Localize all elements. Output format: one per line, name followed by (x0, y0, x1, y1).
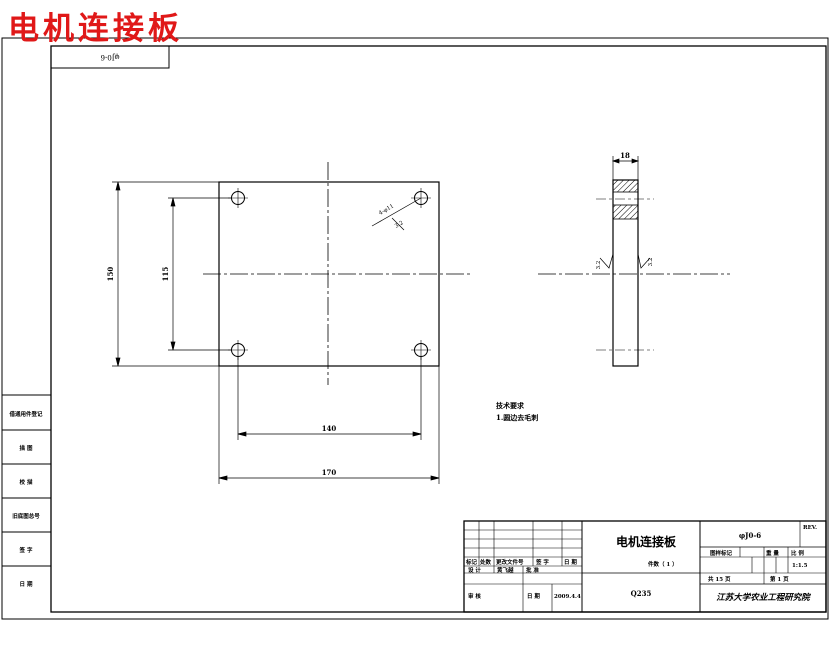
tb-review-label: 批 准 (526, 566, 539, 574)
dim-150 (112, 181, 219, 367)
sheet-inner-frame (50, 45, 827, 613)
tb-drawing-no: φJ0-6 (739, 531, 761, 540)
tb-weight: 重 量 (766, 549, 779, 557)
tb-date-value: 2009.4.4 (554, 594, 581, 600)
dim-115 (168, 197, 232, 351)
overlay-title: 电机连接板 (8, 11, 183, 47)
tb-rev: REV. (803, 525, 817, 531)
tb-sheets-total: 共 15 页 (708, 575, 731, 583)
tb-qty: 件数（ 1 ） (648, 560, 678, 568)
tech-req-item1: 1.圆边去毛刺 (496, 413, 538, 422)
dim-18-label: 18 (620, 151, 630, 160)
dim-115-label: 115 (161, 267, 170, 282)
top-number-box (50, 45, 170, 69)
tb-part-name: 电机连接板 (616, 534, 677, 549)
roughness-symbol-left (599, 253, 614, 269)
tb-check-label: 审 核 (468, 592, 481, 600)
tb-stage-mark: 图样标记 (710, 549, 733, 557)
roughness-side-right: 3.2 (648, 258, 654, 267)
roughness-front-label: 3.2 (394, 220, 405, 230)
tb-date-label: 日 期 (564, 558, 577, 566)
front-view (112, 162, 470, 484)
tb-count-label: 处数 (479, 558, 492, 566)
dim-140-label: 140 (322, 424, 337, 433)
left-panel-row5: 签 字 (19, 546, 33, 554)
left-panel-row1: 借通用件登记 (8, 410, 43, 418)
tech-req-heading: 技术要求 (496, 401, 525, 410)
title-block (463, 520, 827, 613)
tb-company: 江苏大学农业工程研究院 (716, 592, 811, 603)
tb-change-doc: 更改文件号 (496, 558, 524, 566)
tb-date-row-label: 日 期 (527, 592, 540, 600)
tb-scale-value: 1:1.5 (792, 563, 808, 569)
dim-170-label: 170 (322, 468, 337, 477)
section-hatch-top (612, 179, 639, 193)
left-side-panel (2, 394, 51, 567)
hole-callout (371, 197, 422, 231)
left-panel-row3: 校 描 (20, 478, 33, 486)
left-panel-row6: 日 期 (20, 580, 33, 588)
tb-sign-label: 签 字 (535, 558, 549, 566)
tb-design-label: 设 计 (468, 566, 481, 574)
roughness-side-left: 3.2 (596, 261, 602, 270)
sheet-outer-border (1, 37, 829, 620)
mounting-holes (228, 188, 431, 360)
section-hatch-bottom (612, 204, 639, 220)
dim-18 (611, 156, 640, 180)
tb-mark-label: 标记 (465, 558, 478, 566)
tb-designer: 黄飞越 (497, 566, 514, 574)
tb-sheet-no: 第 1 页 (770, 575, 789, 583)
dim-150-label: 150 (106, 267, 115, 282)
roughness-symbol-right (637, 253, 651, 269)
side-view (538, 156, 730, 367)
tb-scale-label: 比 例 (791, 549, 804, 557)
left-panel-row4: 旧底图总号 (12, 512, 40, 520)
left-panel-row2: 描 图 (20, 444, 33, 452)
tb-material: Q235 (631, 589, 652, 598)
hole-callout-label: 4-φ11 (378, 203, 395, 216)
dim-140 (237, 357, 422, 440)
dim-170 (218, 366, 440, 484)
top-drawing-number: φJ0-6 (100, 53, 120, 61)
